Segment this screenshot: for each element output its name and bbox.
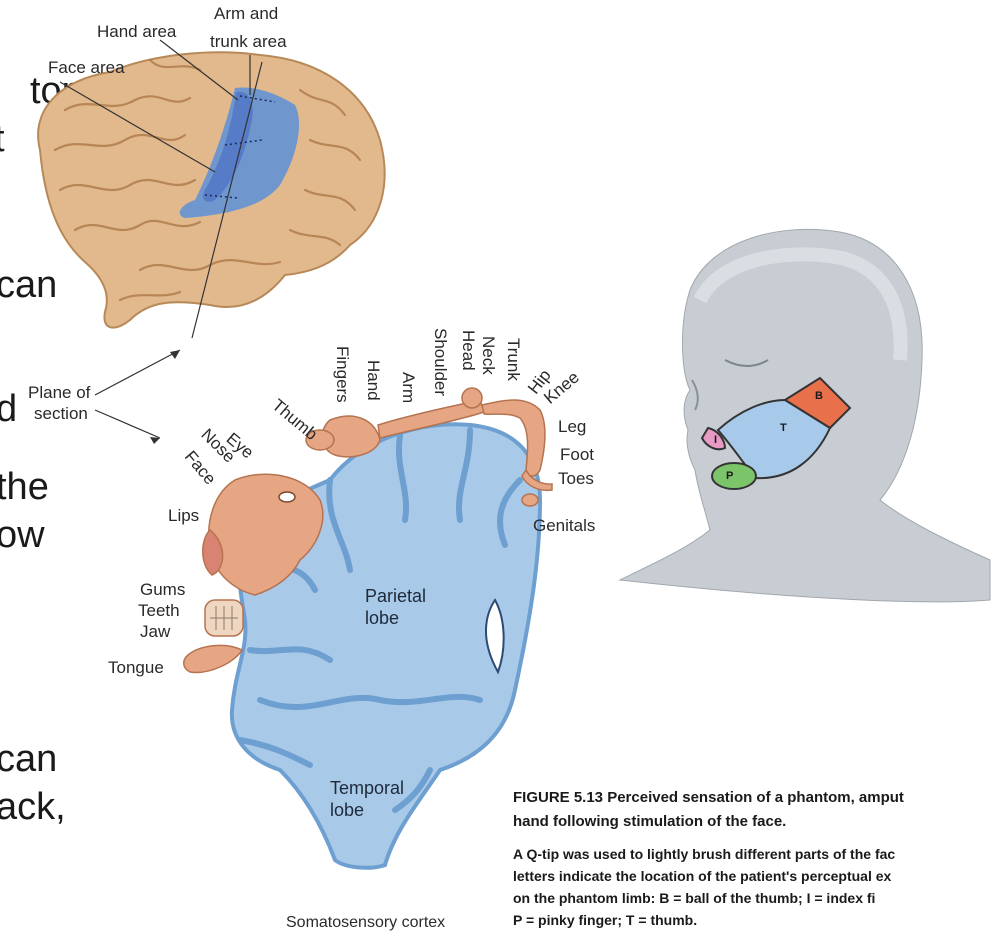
figure-body-line-2: letters indicate the location of the pat… [513,866,891,887]
face-illustration [620,229,990,601]
label-parietal-lobe-1: Parietal [365,586,426,607]
label-temporal-lobe-2: lobe [330,800,364,821]
face-region-b-label: B [815,390,823,402]
figure-body-line-3: on the phantom limb: B = ball of the thu… [513,888,875,909]
label-parietal-lobe-2: lobe [365,608,399,629]
face-region-t-label: T [780,422,787,434]
label-temporal-lobe-1: Temporal [330,778,404,799]
label-arm: Arm [398,372,418,403]
caption-somatosensory-cortex: Somatosensory cortex [286,913,445,932]
figure-title-line-2: hand following stimulation of the face. [513,812,786,832]
label-gums: Gums [140,580,185,599]
label-plane-of-section-1: Plane of [28,383,90,402]
label-neck: Neck [478,336,498,375]
label-arm-trunk-area-2: trunk area [210,32,287,51]
face-region-i-label: I [714,434,717,446]
label-fingers: Fingers [332,346,352,403]
label-genitals: Genitals [533,516,595,535]
figure-body-line-1: A Q-tip was used to lightly brush differ… [513,844,895,865]
label-foot: Foot [560,445,594,464]
figure-title-line-1: FIGURE 5.13 Perceived sensation of a pha… [513,788,904,808]
label-shoulder: Shoulder [430,328,450,396]
figure-body-line-4: P = pinky finger; T = thumb. [513,910,697,931]
label-toes: Toes [558,469,594,488]
label-trunk: Trunk [503,338,523,381]
label-hand: Hand [363,360,383,401]
brain-lateral-view [38,52,385,327]
label-teeth: Teeth [138,601,180,620]
label-lips: Lips [168,506,199,525]
label-hand-area: Hand area [97,22,176,41]
label-head: Head [458,330,478,371]
label-jaw: Jaw [140,622,170,641]
label-face-area: Face area [48,58,125,77]
label-arm-trunk-area-1: Arm and [214,4,278,23]
face-region-p-label: P [726,470,733,482]
label-tongue: Tongue [108,658,164,677]
label-plane-of-section-2: section [34,404,88,423]
label-leg: Leg [558,417,586,436]
